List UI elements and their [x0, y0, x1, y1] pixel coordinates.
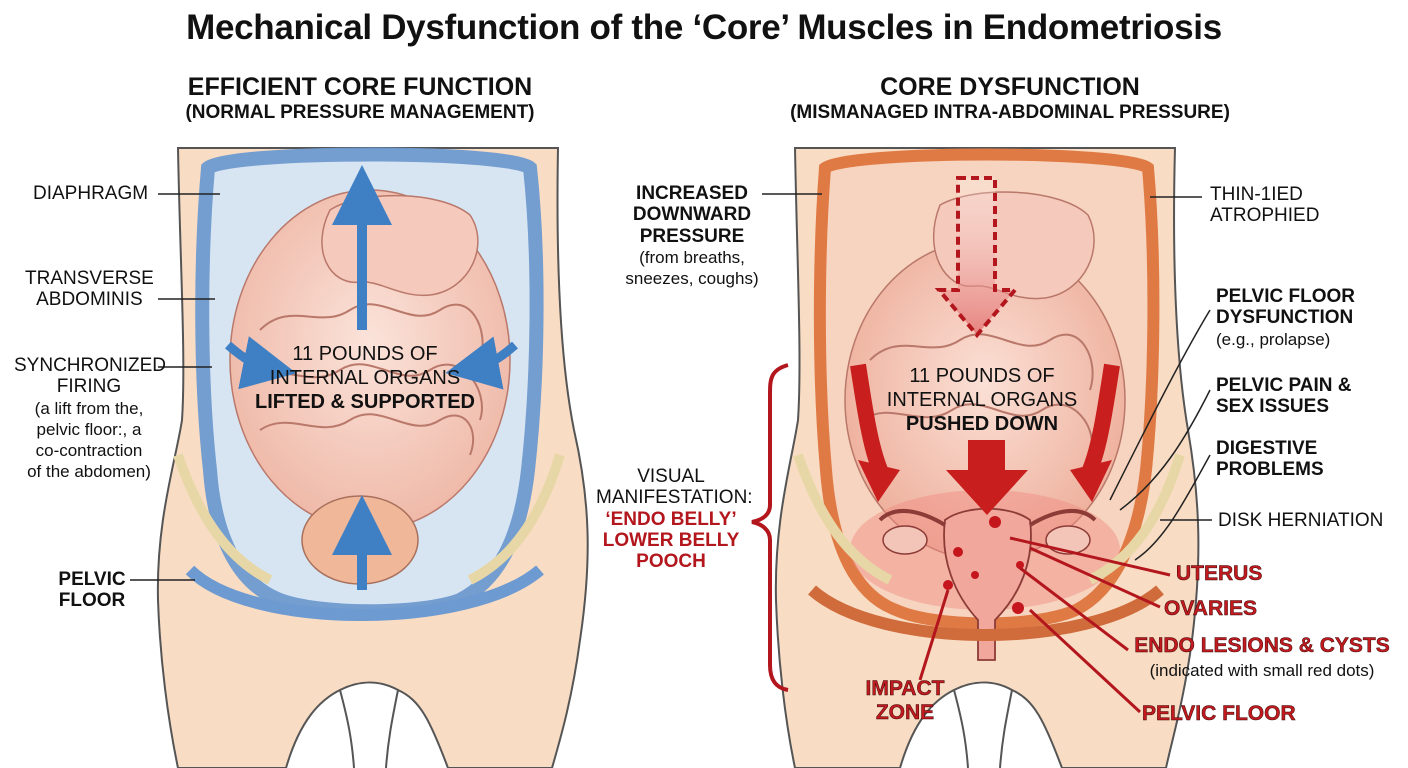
transverse-line1: TRANSVERSE	[25, 268, 154, 289]
right-arrow-left	[850, 363, 888, 473]
right-panel-heading: CORE DYSFUNCTION (MISMANAGED INTRA-ABDOM…	[700, 74, 1320, 123]
ovaries-text: OVARIES	[1164, 597, 1257, 621]
pain-line2: SEX ISSUES	[1216, 396, 1329, 418]
right-ovary-right	[1045, 525, 1091, 555]
right-arrow-right	[1082, 363, 1120, 473]
label-increased-pressure: INCREASED DOWNWARD PRESSURE (from breath…	[612, 183, 772, 289]
right-fallopian-tubes	[878, 508, 1097, 527]
thin-line2: ATROPHIED	[1210, 205, 1320, 227]
diaphragm-text: DIAPHRAGM	[33, 183, 149, 204]
right-arrow-left-head	[858, 460, 900, 502]
right-center-line3: PUSHED DOWN	[905, 413, 1059, 435]
left-legs	[339, 689, 399, 768]
label-impact-zone: IMPACT ZONE	[850, 677, 960, 724]
sync-line1: SYNCHRONIZED	[14, 355, 167, 376]
left-panel-heading: EFFICIENT CORE FUNCTION (NORMAL PRESSURE…	[90, 74, 630, 123]
pelvic-floor-right-text: PELVIC FLOOR	[1142, 702, 1296, 726]
right-legs	[953, 689, 1013, 768]
right-heading: CORE DYSFUNCTION	[880, 73, 1140, 101]
right-intestine-loops	[861, 333, 1094, 456]
pfd-line1: PELVIC FLOOR	[1216, 286, 1355, 307]
transverse-line2: ABDOMINIS	[36, 289, 143, 311]
left-subheading: (NORMAL PRESSURE MANAGEMENT)	[185, 102, 535, 124]
endo-text: ENDO LESIONS & CYSTS	[1134, 634, 1390, 658]
right-center-line2: INTERNAL ORGANS	[886, 389, 1078, 411]
disk-text: DISK HERNIATION	[1218, 510, 1384, 531]
pfd-line2: DYSFUNCTION	[1216, 307, 1354, 329]
left-pelvic-bone	[173, 453, 565, 585]
sync-line3: (a lift from the,	[34, 398, 144, 418]
pelvic-line2: FLOOR	[58, 590, 126, 612]
visual-line1: VISUAL	[637, 466, 705, 487]
right-leader-lines	[762, 193, 1212, 561]
label-transverse-abdominis: TRANSVERSE ABDOMINIS	[25, 268, 154, 311]
pfd-line3: (e.g., prolapse)	[1216, 329, 1331, 349]
endo-lesion-dots	[943, 516, 1024, 614]
label-pelvic-floor-left: PELVIC FLOOR	[52, 569, 132, 612]
increased-line3: PRESSURE	[639, 225, 745, 247]
left-center-text: 11 POUNDS OF INTERNAL ORGANS LIFTED & SU…	[245, 342, 485, 414]
sync-line4: pelvic floor:, a	[36, 419, 142, 439]
increased-line5: sneezes, coughs)	[625, 269, 759, 289]
visual-line2: MANIFESTATION:	[596, 487, 753, 509]
right-center-text: 11 POUNDS OF INTERNAL ORGANS PUSHED DOWN	[862, 364, 1102, 436]
label-uterus: UTERUS	[1176, 562, 1263, 586]
left-center-line2: INTERNAL ORGANS	[269, 367, 461, 389]
pain-line1: PELVIC PAIN &	[1216, 375, 1352, 396]
label-endo-lesions: ENDO LESIONS & CYSTS (indicated with sma…	[1128, 634, 1396, 681]
visual-line4: LOWER BELLY	[602, 529, 740, 551]
left-heading: EFFICIENT CORE FUNCTION	[187, 73, 533, 101]
right-center-line1: 11 POUNDS OF	[909, 365, 1055, 387]
right-pelvic-floor-muscle	[808, 585, 1164, 641]
sync-line2: FIRING	[56, 376, 122, 398]
impact-line2: ZONE	[875, 700, 935, 724]
left-leader-lines	[130, 193, 220, 581]
digest-line2: PROBLEMS	[1216, 459, 1324, 481]
increased-line4: (from breaths,	[639, 247, 745, 267]
main-title: Mechanical Dysfunction of the ‘Core’ Mus…	[186, 8, 1222, 47]
visual-line5: POOCH	[636, 551, 706, 573]
label-diaphragm: DIAPHRAGM	[33, 183, 148, 204]
label-pelvic-floor-right: PELVIC FLOOR	[1142, 702, 1296, 726]
left-torso	[130, 147, 589, 768]
endo-belly-bracket	[751, 363, 789, 692]
left-pelvic-floor-muscle	[185, 565, 544, 621]
label-digestive-problems: DIGESTIVE PROBLEMS	[1216, 438, 1324, 481]
thin-line1: THIN-1IED	[1210, 184, 1303, 205]
right-ovary-left	[882, 525, 928, 555]
visual-line3: ‘ENDO BELLY’	[605, 508, 737, 530]
label-ovaries: OVARIES	[1164, 597, 1257, 621]
left-arrow-right	[225, 336, 297, 390]
label-thinned-atrophied: THIN-1IED ATROPHIED	[1210, 184, 1319, 227]
right-torso	[751, 147, 1212, 768]
left-center-line1: 11 POUNDS OF	[292, 343, 438, 365]
label-pelvic-floor-dysfunction: PELVIC FLOOR DYSFUNCTION (e.g., prolapse…	[1216, 286, 1355, 350]
right-arrow-center	[946, 440, 1028, 515]
left-arrow-left	[445, 336, 518, 390]
sync-line5: co-contraction	[35, 441, 143, 461]
uterus-text: UTERUS	[1176, 562, 1263, 586]
label-synchronized-firing: SYNCHRONIZED FIRING (a lift from the, pe…	[14, 355, 167, 483]
right-subheading: (MISMANAGED INTRA-ABDOMINAL PRESSURE)	[790, 102, 1230, 124]
digest-line1: DIGESTIVE	[1216, 438, 1318, 459]
pelvic-line1: PELVIC	[58, 569, 126, 590]
right-dashed-arrow	[934, 176, 1020, 339]
endo-note-text: (indicated with small red dots)	[1149, 660, 1375, 680]
right-uterus	[943, 507, 1032, 661]
label-disk-herniation: DISK HERNIATION	[1218, 510, 1383, 531]
increased-line2: DOWNWARD	[632, 204, 752, 226]
label-pelvic-pain: PELVIC PAIN & SEX ISSUES	[1216, 375, 1351, 418]
right-pelvic-bone	[793, 453, 1185, 585]
left-center-line3: LIFTED & SUPPORTED	[254, 391, 475, 413]
sync-line6: of the abdomen)	[27, 462, 151, 482]
impact-line1: IMPACT	[865, 677, 945, 701]
increased-line1: INCREASED	[636, 183, 748, 204]
right-arrow-right-head	[1070, 460, 1112, 502]
left-stomach	[321, 194, 479, 297]
right-red-pointers	[918, 536, 1171, 714]
label-visual-manifestation: VISUAL MANIFESTATION: ‘ENDO BELLY’ LOWER…	[596, 466, 753, 573]
